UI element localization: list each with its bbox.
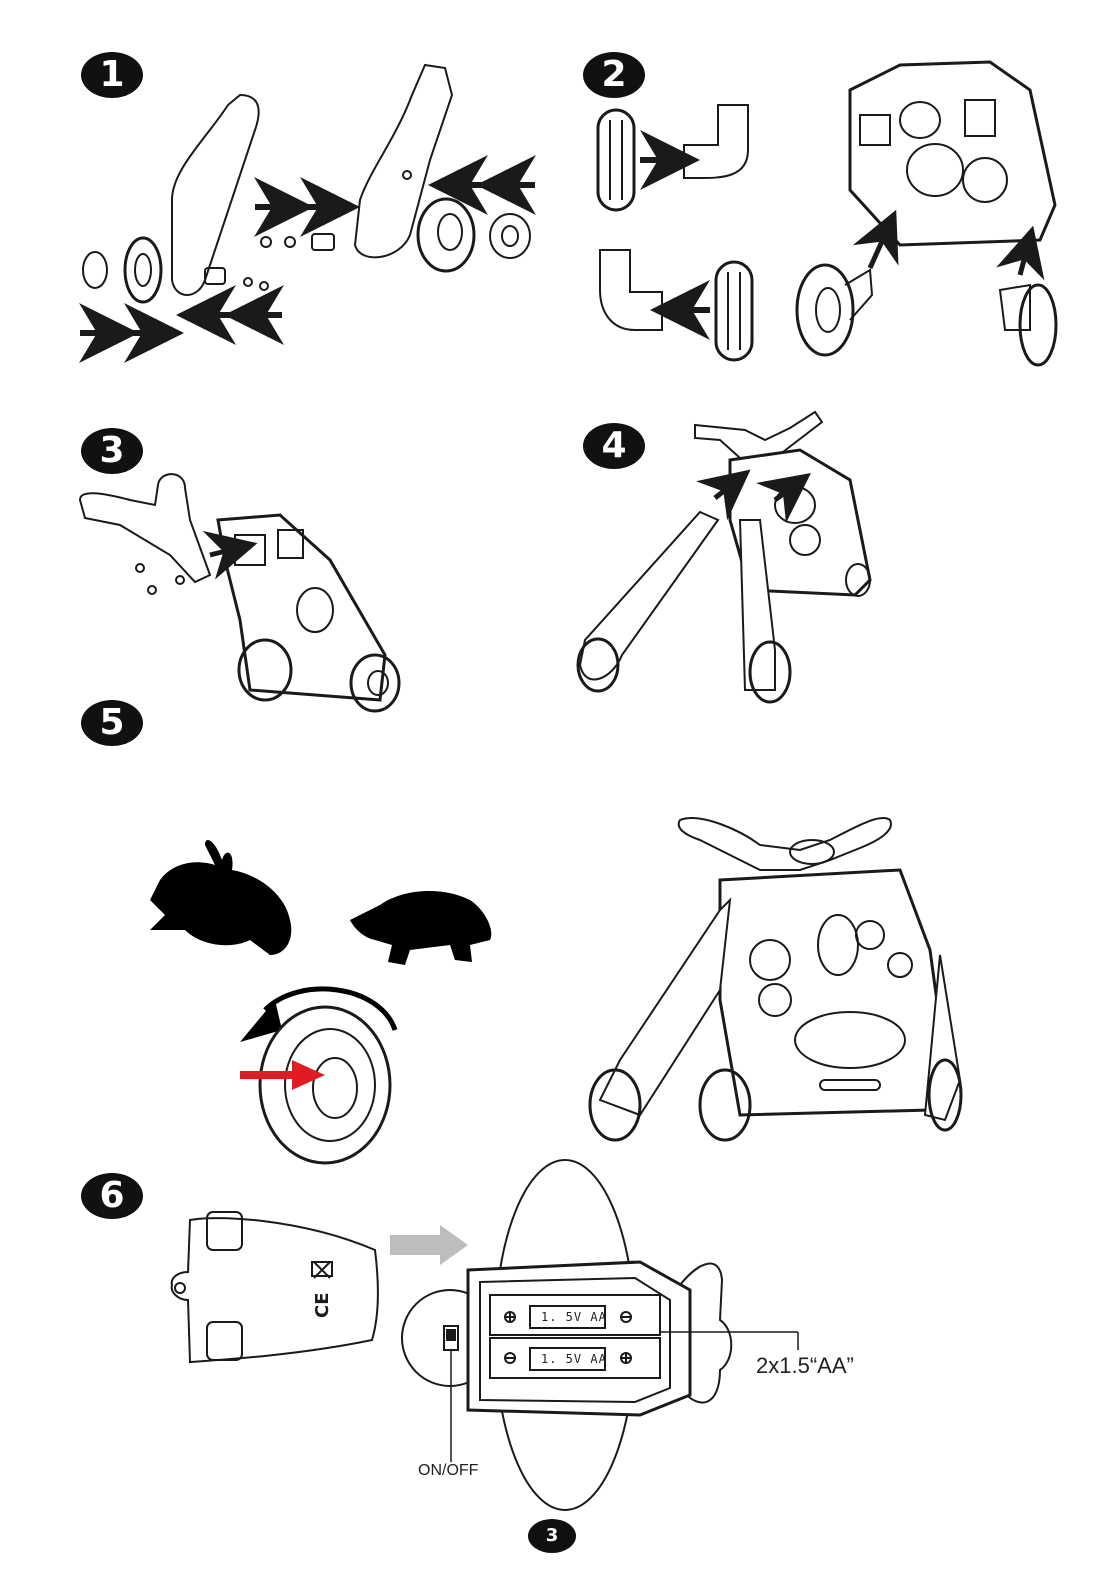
step-2-badge: 2: [583, 52, 645, 98]
step-3-badge: 3: [81, 428, 143, 474]
on-off-switch-label: ON/OFF: [418, 1462, 478, 1480]
insert-arrow: [390, 1225, 468, 1265]
page-number: 3: [528, 1519, 576, 1553]
battery-cell-label-2: 1. 5V AA: [541, 1352, 607, 1366]
rabbit-icon: [150, 840, 291, 955]
turtle-icon: [350, 891, 491, 965]
step-1-badge: 1: [81, 52, 143, 98]
step-5-badge: 5: [81, 700, 143, 746]
ce-mark: CE: [312, 1292, 333, 1318]
battery-cell-label-1: 1. 5V AA: [541, 1310, 607, 1324]
battery-spec-label: 2x1.5“AA”: [756, 1353, 854, 1379]
step-6-badge: 6: [81, 1173, 143, 1219]
step-3-illustration: [80, 474, 399, 711]
step-2-illustration: [598, 62, 1056, 365]
battery-cover: [172, 1218, 378, 1362]
step-4-badge: 4: [583, 423, 645, 469]
step-6-illustration: CE: [172, 1160, 798, 1510]
step-1-illustration: [80, 65, 535, 333]
step-5-illustration: [150, 818, 961, 1163]
